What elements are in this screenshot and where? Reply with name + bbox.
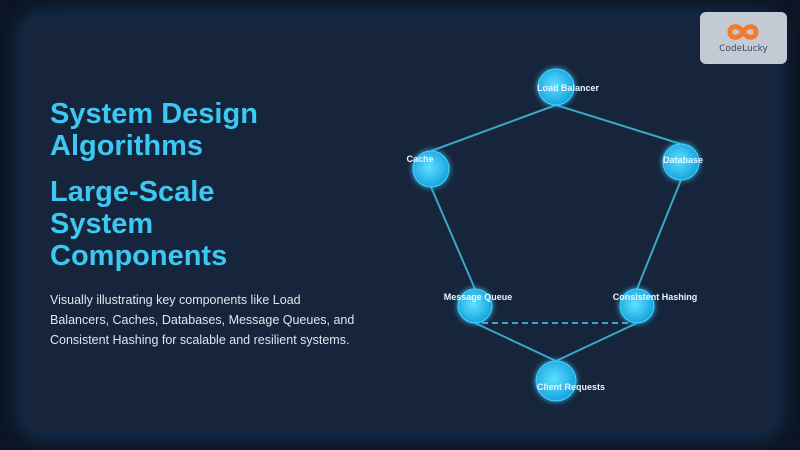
edge-lb-cache: [430, 104, 557, 152]
edge-cache-mq: [430, 186, 476, 290]
node-db[interactable]: [662, 143, 700, 181]
node-label-ch: Consistent Hashing: [613, 292, 698, 302]
node-client[interactable]: [535, 360, 577, 402]
node-mq[interactable]: [457, 288, 493, 324]
node-label-cache: Cache: [406, 154, 433, 164]
node-cache[interactable]: [412, 150, 450, 188]
edge-ch-client: [555, 322, 638, 362]
node-label-db: Database: [663, 155, 703, 165]
node-label-lb: Load Balancer: [537, 83, 600, 93]
edge-lb-db: [555, 104, 682, 145]
slide-card: [25, 18, 775, 432]
node-ch[interactable]: [619, 288, 655, 324]
codelucky-logo[interactable]: CodeLucky: [700, 12, 787, 64]
logo-text: CodeLucky: [719, 44, 768, 54]
edge-db-ch: [636, 179, 682, 290]
node-lb[interactable]: [537, 68, 575, 106]
node-label-client: Client Requests: [537, 382, 605, 392]
infinity-logo-icon: [727, 24, 759, 40]
description: Visually illustrating key components lik…: [50, 293, 355, 347]
edge-mq-client: [474, 322, 557, 362]
node-label-mq: Message Queue: [444, 292, 513, 302]
